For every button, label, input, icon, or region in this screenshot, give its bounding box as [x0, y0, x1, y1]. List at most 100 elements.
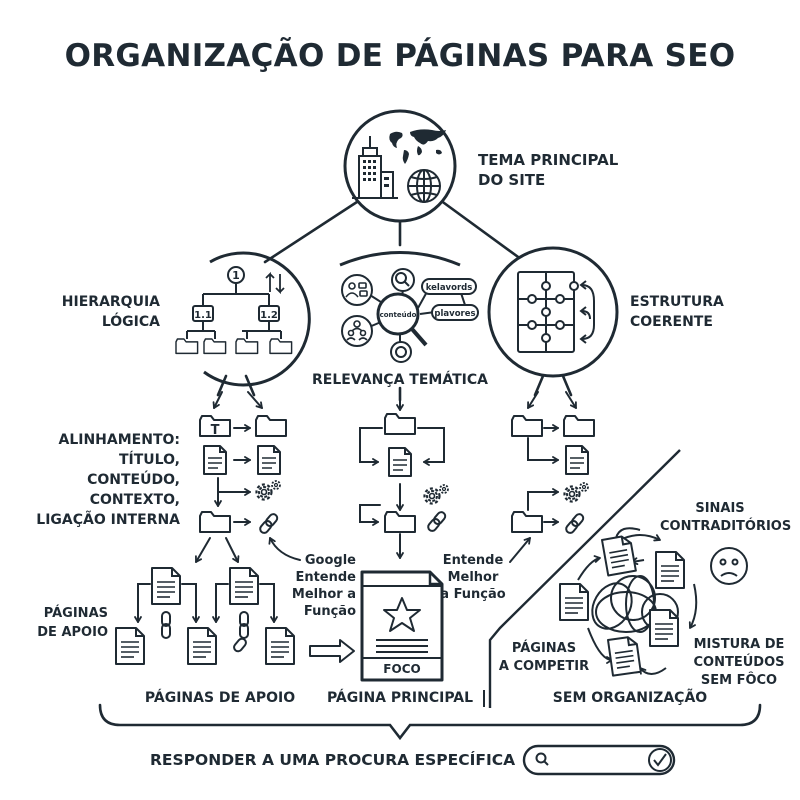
disorganized-caption: SEM ORGANIZAÇÃO [552, 690, 708, 706]
structure-circle [487, 246, 619, 378]
connector-line [263, 198, 362, 264]
folder-icon [511, 415, 543, 437]
top-node-circle [343, 109, 457, 223]
contradictory-signals-label: SINAIS CONTRADITÓRIOS [660, 500, 792, 536]
document-icon [265, 627, 295, 665]
title-glyph: T [211, 423, 220, 438]
people-icon [345, 282, 368, 341]
document-icon [257, 445, 281, 475]
support-pages-group [115, 567, 355, 665]
alignment-label-line4: CONTEXTO, [89, 492, 180, 508]
hierarchy-node-1-2: 1.2 [260, 310, 278, 321]
gears-icon [255, 479, 282, 501]
document-icon [655, 551, 685, 589]
structure-label-line1: ESTRUTURA [630, 294, 724, 310]
document-icon [187, 627, 217, 665]
page-title: ORGANIZAÇÃO DE PÁGINAS PARA SEO [64, 38, 736, 74]
alignment-label-line3: CONTEÚDO, [87, 472, 180, 488]
gears-icon [423, 483, 450, 505]
signals-line2: CONTRADITÓRIOS [660, 519, 792, 534]
footer-label: RESPONDER A UMA PROCURA ESPECÍFICA [150, 751, 516, 769]
signals-line1: SINAIS [695, 501, 745, 516]
google-note-line1: Google [304, 553, 356, 568]
understand-note-line1: Entende [442, 553, 504, 568]
document-icon [151, 567, 181, 605]
folder-icon [255, 415, 287, 437]
relevance-label: RELEVANÇA TEMÁTICA [312, 372, 488, 388]
link-icon [257, 511, 280, 536]
globe-icon [407, 169, 441, 203]
document-title-icon [203, 445, 227, 475]
google-note: Google Entende Melhor a Função [290, 552, 356, 620]
document-icon [649, 609, 679, 647]
document-icon [559, 583, 589, 621]
folder-icon [563, 415, 595, 437]
google-note-line4: Função [303, 604, 356, 619]
link-icon [563, 511, 586, 536]
relevance-tag-2: plavores [434, 309, 475, 319]
document-icon [601, 534, 637, 577]
connector-line [438, 198, 527, 264]
main-page-caption: PÁGINA PRINCIPAL [326, 690, 474, 706]
hierarchy-circle [175, 251, 311, 387]
google-note-line2: Entende [295, 570, 356, 585]
search-bar [522, 744, 676, 776]
alignment-label-line2: TÍTULO, [118, 452, 180, 468]
competing-pages-label: PÁGINAS A COMPETIR [494, 640, 594, 676]
top-node-label: TEMA PRINCIPAL DO SITE [478, 150, 618, 190]
link-icon [425, 509, 448, 534]
hierarchy-label-line2: LÓGICA [101, 314, 160, 330]
star-icon [383, 597, 421, 632]
understand-note-line2: Melhor [447, 570, 499, 585]
structure-label-line2: COERENTE [630, 314, 713, 330]
structure-label: ESTRUTURA COERENTE [630, 292, 724, 332]
relevance-center-label: conteúdo [380, 311, 417, 319]
document-icon [565, 445, 589, 475]
google-note-line3: Melhor a [291, 587, 356, 602]
support-pages-side-label: PÁGINAS DE APOIO [20, 604, 108, 642]
puzzle-icon [517, 271, 579, 353]
pointer-line [615, 527, 641, 539]
hollow-arrow-icon [309, 639, 355, 663]
gears-icon [563, 481, 590, 503]
search-icon [535, 752, 549, 766]
top-node-label-line2: DO SITE [478, 171, 546, 189]
hierarchy-label-line1: HIERARQUIA [61, 294, 160, 310]
competing-line1: PÁGINAS [511, 641, 577, 656]
support-pages-side-line1: PÁGINAS [43, 606, 108, 621]
hierarchy-node-root: 1 [232, 269, 240, 282]
folder-icon [384, 511, 416, 533]
main-page-badge: FOCO [383, 662, 420, 676]
main-page-document [360, 570, 444, 682]
disorganized-cluster [577, 534, 698, 675]
top-node-label-line1: TEMA PRINCIPAL [478, 151, 619, 169]
cycle-arrows-icon [579, 280, 595, 344]
folder-icon [384, 413, 416, 435]
alignment-label-line1: ALINHAMENTO: [58, 432, 181, 448]
document-icon [229, 567, 259, 605]
sad-face-icon [710, 547, 748, 585]
alignment-label-line5: LIGAÇÃO INTERNA [36, 512, 180, 528]
relevance-tag-1: kelavords [426, 283, 473, 293]
understand-note: Entende Melhor a Função [436, 552, 510, 603]
mixed-content-label: MISTURA DE CONTEÚDOS SEM FÔCO [684, 636, 794, 690]
mix-line3: SEM FÔCO [700, 673, 778, 688]
folder-icon [199, 511, 231, 533]
relevance-graphic [339, 251, 479, 363]
support-pages-caption: PÁGINAS DE APOIO [144, 690, 296, 706]
divider-line [488, 449, 681, 708]
mix-line2: CONTEÚDOS [693, 655, 785, 670]
understand-note-line3: a Função [440, 587, 506, 602]
world-map-icon [389, 129, 446, 164]
competing-line2: A COMPETIR [498, 659, 590, 674]
alignment-label: ALINHAMENTO: TÍTULO, CONTEÚDO, CONTEXTO,… [20, 430, 180, 530]
hierarchy-node-1-1: 1.1 [194, 310, 212, 321]
hierarchy-tree-icon [186, 266, 282, 339]
mix-line1: MISTURA DE [693, 637, 785, 652]
check-circle-icon [648, 748, 672, 772]
sort-arrows-icon [265, 271, 285, 295]
document-icon [388, 447, 412, 477]
support-pages-side-line2: DE APOIO [37, 625, 108, 640]
hierarchy-label: HIERARQUIA LÓGICA [40, 292, 160, 332]
